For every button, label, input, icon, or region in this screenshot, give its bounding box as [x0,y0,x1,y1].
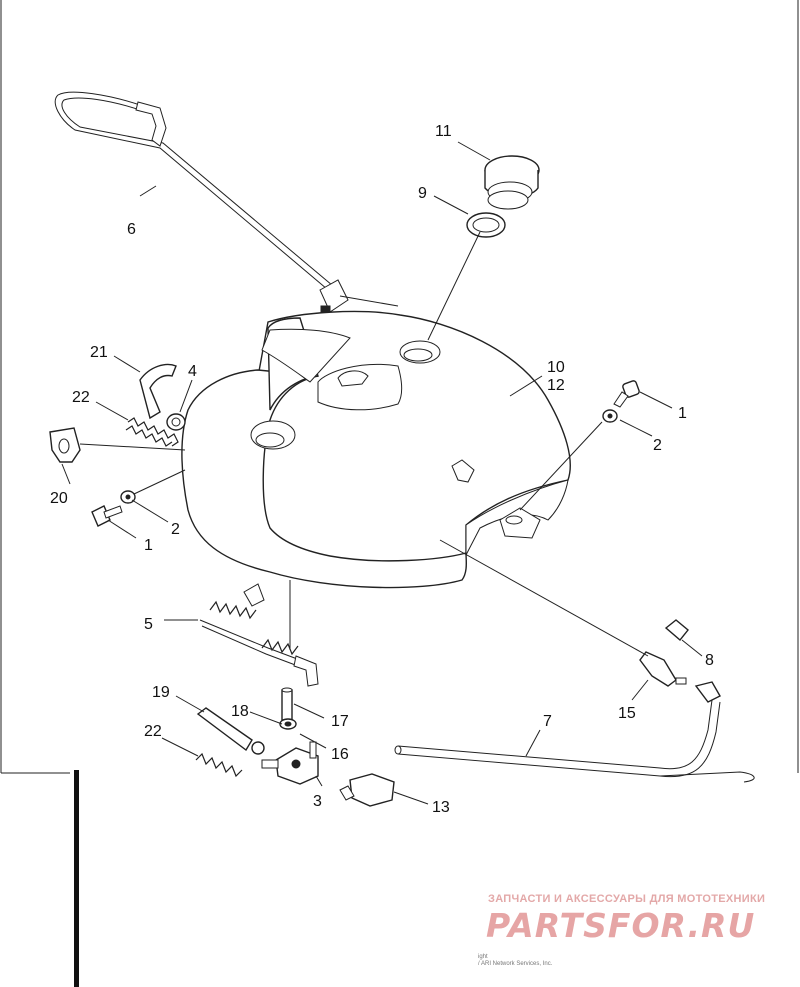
leader-cap-to-tank [427,231,481,341]
part-11-fuel-cap [484,155,540,210]
callout-20: 20 [50,490,68,507]
part-5-crossover-hose [199,583,319,687]
part-2-washer-left [120,490,136,504]
part-18-washer [279,718,297,730]
callout-12: 12 [547,377,565,394]
part-4-hose-clamp [166,413,186,431]
part-1-bolt-right [613,380,640,408]
part-19-fuel-hose [196,707,253,752]
fuel-line-fitting [694,681,721,703]
part-2-washer-right [602,409,618,423]
callout-2-right: 2 [653,437,662,454]
callout-10: 10 [547,359,565,376]
part-22-spring-lower [195,752,243,778]
copyright-line-2: / ARI Network Services, Inc. [478,961,553,967]
part-17-stud [281,687,293,721]
callout-18: 18 [231,703,249,720]
callout-22-upper: 22 [72,389,90,406]
part-15-fuel-filter [639,651,687,687]
callout-2-left: 2 [171,521,180,538]
part-21-vent-hose [139,363,177,420]
leader-washer-left [133,469,186,495]
callout-9: 9 [418,185,427,202]
part-3-petcock-valve [261,741,319,785]
part-9-cap-gasket [466,212,506,238]
part-22-spring-upper [125,417,179,447]
callout-21: 21 [90,344,108,361]
part-1-bolt-left [91,505,123,527]
callout-22-lower: 22 [144,723,162,740]
leader-tank-to-filter [439,539,649,657]
callout-leaders [61,141,703,805]
callout-3: 3 [313,793,322,810]
copyright-note: ight / ARI Network Services, Inc. [478,954,598,968]
callout-16: 16 [331,746,349,763]
callout-6: 6 [127,221,136,238]
fuel-tank-body [181,310,571,589]
part-16-clamp [251,741,265,755]
part-7-fuel-line [394,699,755,783]
callout-15: 15 [618,705,636,722]
callout-5: 5 [144,616,153,633]
callout-8: 8 [705,652,714,669]
callout-17: 17 [331,713,349,730]
leader-bracket [79,443,186,451]
callout-4: 4 [188,363,197,380]
part-8-hose-clamp [664,619,689,642]
part-20-bracket [49,427,81,463]
callout-1-right: 1 [678,405,687,422]
leader-washer-right [519,421,603,511]
copyright-line-1: ight [478,954,488,960]
watermark-tagline: ЗАПЧАСТИ И АКСЕССУАРЫ ДЛЯ МОТОТЕХНИКИ [488,893,766,905]
callout-7: 7 [543,713,552,730]
part-6-vent-tube [54,91,399,313]
frame-thick-bar [74,770,79,987]
part-13-valve-assembly [339,773,395,807]
callout-11: 11 [435,123,452,140]
callout-13: 13 [432,799,450,816]
callout-1-left: 1 [144,537,153,554]
watermark-logo: PARTSFOR.RU [486,906,756,945]
callout-19: 19 [152,684,170,701]
